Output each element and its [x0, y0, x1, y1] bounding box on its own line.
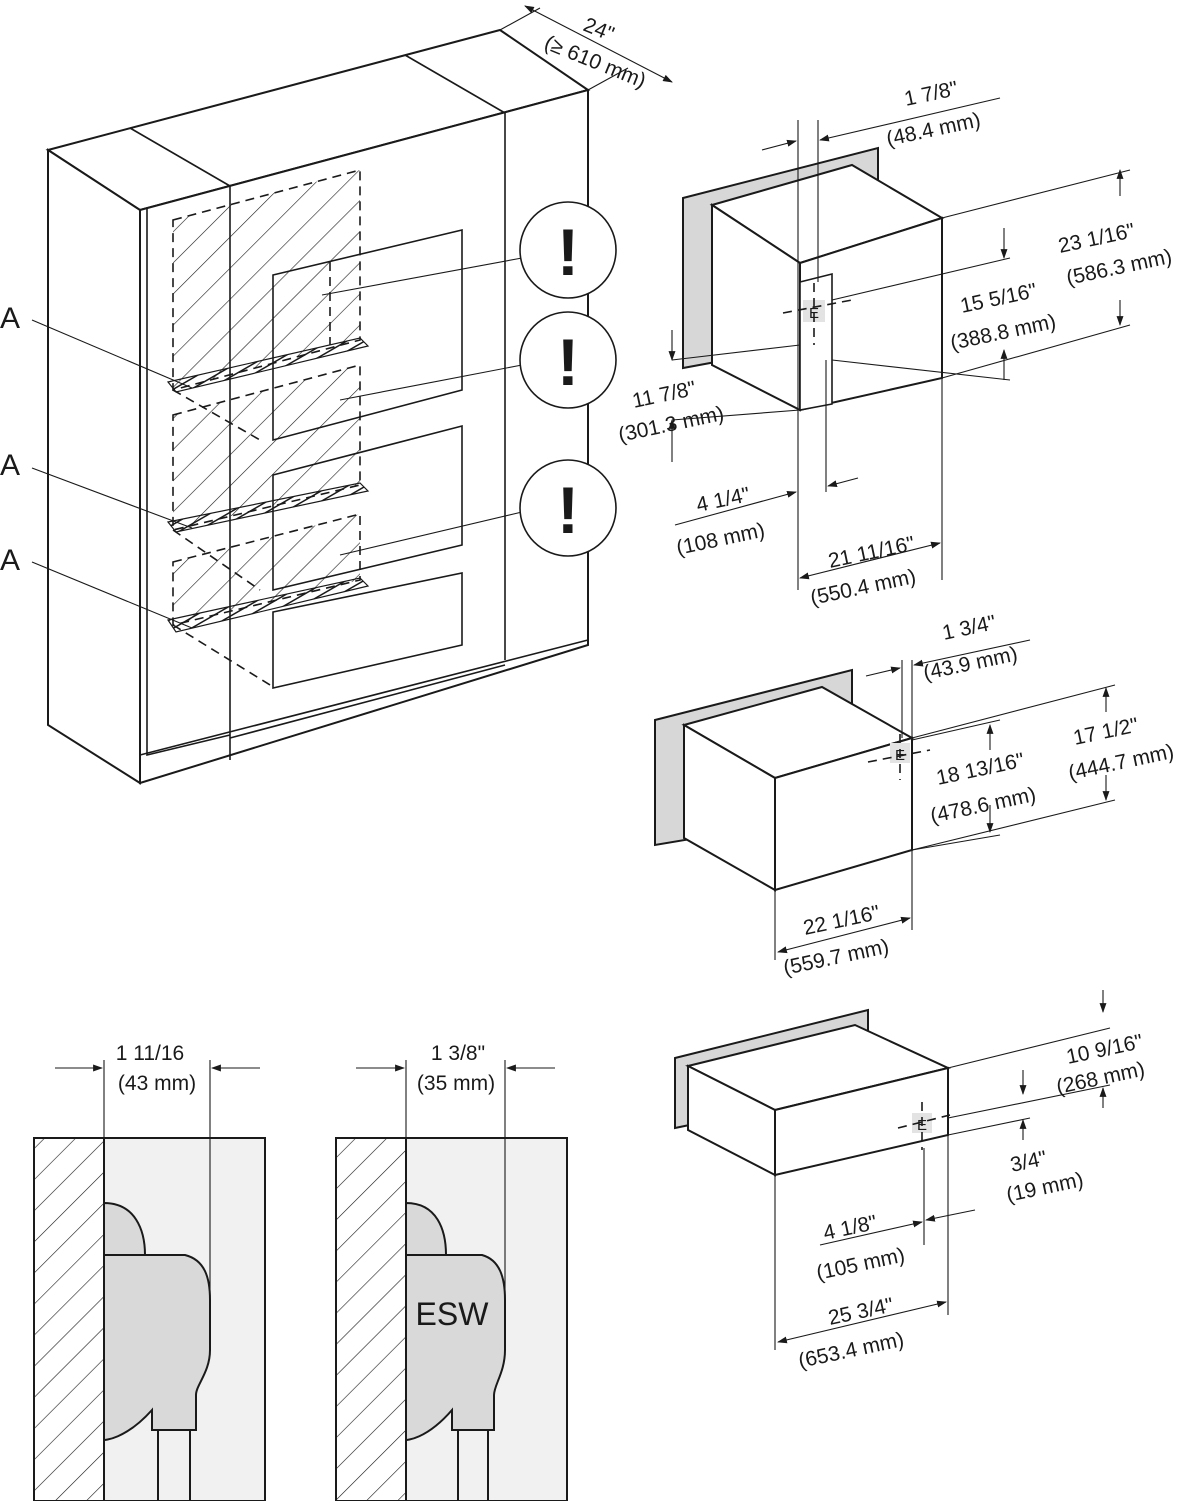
dim-inch-label: 22 1/16" [801, 901, 882, 940]
dim-inch-label: 17 1/2" [1071, 714, 1140, 750]
dim-mm-label: (48.4 mm) [884, 108, 982, 150]
plug-clearance-inch-label: 1 3/8" [431, 1042, 485, 1065]
dim-inch-label: 3/4" [1008, 1147, 1049, 1177]
dim-mm-label: (108 mm) [674, 519, 767, 560]
dim-mm-label: (43.9 mm) [921, 642, 1019, 684]
dim-mm-label: (653.4 mm) [796, 1328, 906, 1373]
dim-inch-label: 18 13/16" [934, 749, 1026, 790]
esw-plug-label: ESW [416, 1296, 490, 1332]
dim-inch-label: 11 7/8" [630, 377, 698, 413]
dim-inch-label: 1 3/4" [940, 611, 998, 645]
dim-mm-label: (105 mm) [814, 1244, 907, 1285]
callout-a-label: A [0, 449, 20, 482]
dim-mm-label: (301.3 mm) [616, 402, 726, 447]
oven-middle-drawing: E 1 3/4" (43.9 mm) 17 1/2" (444.7 mm) 18… [654, 611, 1176, 980]
plug-clearance-mm-label: (43 mm) [118, 1072, 196, 1095]
dim-inch-label: 23 1/16" [1056, 219, 1137, 258]
dim-inch-label: 25 3/4" [826, 1294, 895, 1330]
warming-drawer-drawing: E 10 9/16" (268 mm) 3/4" (19 mm) 4 1/8" … [674, 990, 1147, 1373]
warning-symbol: ! [557, 473, 579, 547]
dim-inch-label: 4 1/8" [821, 1211, 879, 1245]
warning-symbol: ! [557, 215, 579, 289]
warning-symbol: ! [557, 325, 579, 399]
plug-clearance-inch-label: 1 11/16 [116, 1042, 185, 1065]
dim-inch-label: 1 7/8" [902, 77, 960, 111]
cabinet-depth-label: 24" [580, 13, 617, 46]
warning-icon: ! [519, 311, 617, 409]
warning-icon: ! [519, 201, 617, 299]
tall-cabinet-drawing: 24" (≥ 610 mm) A A A [0, 5, 673, 785]
plug-clearance-mm-label: (35 mm) [417, 1072, 495, 1095]
plug-detail-left: 1 11/16 (43 mm) [33, 1042, 266, 1502]
oven-top-drawing: E 1 7/8" (48.4 mm) 23 1/16" (586.3 mm) 1… [616, 77, 1174, 610]
callout-a-label: A [0, 544, 20, 577]
dim-mm-label: (559.7 mm) [781, 935, 891, 980]
dim-inch-label: 15 5/16" [958, 279, 1039, 318]
callout-a-label: A [0, 302, 20, 335]
plug-detail-right: ESW 1 3/8" (35 mm) [335, 1042, 568, 1502]
warning-icon: ! [519, 459, 617, 557]
dim-mm-label: (478.6 mm) [928, 783, 1038, 828]
